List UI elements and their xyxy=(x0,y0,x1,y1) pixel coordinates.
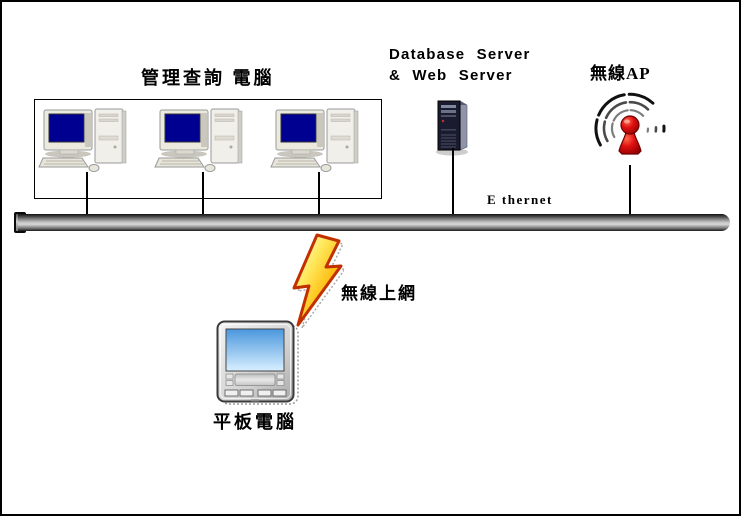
server-label: Database Server & Web Server xyxy=(389,44,531,86)
antenna-icon xyxy=(585,88,675,168)
ethernet-label: E thernet xyxy=(487,192,553,207)
tablet-label: 平板電腦 xyxy=(213,412,297,432)
monitor-screen xyxy=(164,113,201,143)
tablet-icon xyxy=(216,320,300,406)
monitor-screen xyxy=(280,113,317,143)
management-computers-label: 管理查詢 電腦 xyxy=(141,68,275,88)
connector-line-wireless-ap xyxy=(629,165,631,216)
connector-line-computer-2 xyxy=(202,172,204,216)
desktop-computer-icon xyxy=(154,106,249,174)
desktop-computer-icon xyxy=(38,106,133,174)
connector-line-computer-1 xyxy=(86,172,88,216)
connector-line-computer-3 xyxy=(318,172,320,216)
desktop-computer-icon xyxy=(270,106,365,174)
connector-line-server xyxy=(452,148,454,216)
wireless-ap-label: 無線AP xyxy=(590,64,651,83)
management-computers-group-box xyxy=(34,99,382,199)
ethernet-bus-pipe xyxy=(18,214,730,231)
server-label-line2: & Web Server xyxy=(389,67,513,84)
monitor-screen xyxy=(48,113,85,143)
lightning-bolt-icon xyxy=(278,233,344,330)
server-label-line1: Database Server xyxy=(389,46,531,63)
wireless-link-label: 無線上網 xyxy=(341,284,417,303)
